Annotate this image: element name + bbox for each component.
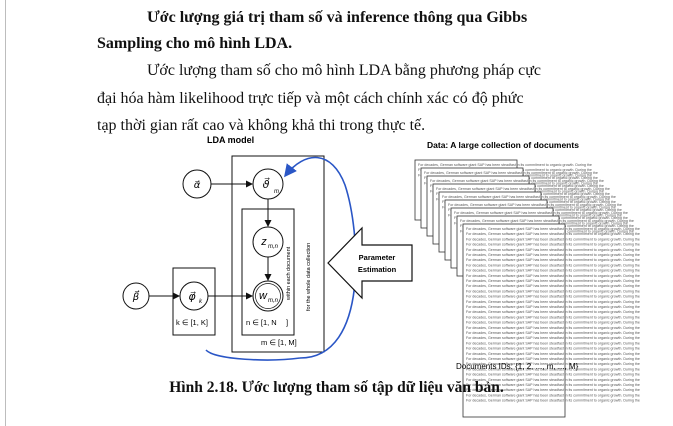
- document-text-line: For decades, German software giant SAP h…: [430, 179, 604, 183]
- phi-symbol: φ⃗: [188, 291, 196, 303]
- document-text-line: For decades, German software giant SAP h…: [466, 300, 640, 304]
- document-text-line: For decades, German software giant SAP h…: [466, 388, 640, 392]
- param-label-2: Estimation: [358, 265, 397, 274]
- document-text-line: For decades, German software giant SAP h…: [466, 269, 640, 273]
- phi-sub: k: [199, 299, 203, 305]
- w-node-inner: [255, 283, 281, 309]
- document-text-line: For decades, German software giant SAP h…: [466, 326, 640, 330]
- plate-m: [231, 155, 325, 353]
- document-text-line: For decades, German software giant SAP h…: [466, 399, 640, 403]
- document-text-line: For decades, German software giant SAP h…: [466, 352, 640, 356]
- document-text-line: For decades, German software giant SAP h…: [466, 274, 640, 278]
- paragraph-line-2: đại hóa hàm likelihood trực tiếp và một …: [97, 89, 524, 107]
- heading-line-1: Ước lượng giá trị tham số và inference t…: [147, 9, 528, 26]
- n-range-label: n ∈ [1, N: [246, 318, 277, 327]
- document-text-line: For decades, German software giant SAP h…: [466, 331, 640, 335]
- theta-sub: m: [274, 189, 279, 195]
- paragraph-line-1: Ước lượng tham số cho mô hình LDA bằng p…: [147, 62, 541, 79]
- document-text-line: For decades, German software giant SAP h…: [466, 253, 640, 257]
- w-sub: m,n: [268, 298, 279, 304]
- param-label-1: Parameter: [359, 253, 396, 262]
- document-text-line: For decades, German software giant SAP h…: [466, 289, 640, 293]
- section-heading: Ước lượng giá trị tham số và inference t…: [97, 5, 617, 57]
- m-range-label: m ∈ [1, M]: [261, 338, 297, 347]
- document-text-line: For decades, German software giant SAP h…: [466, 258, 640, 262]
- within-document-label: within each document: [286, 246, 292, 301]
- document-text-line: For decades, German software giant SAP h…: [466, 243, 640, 247]
- theta-symbol: ϑ⃗: [263, 177, 270, 191]
- document-text-line: For decades, German software giant SAP h…: [466, 336, 640, 340]
- document-text-line: For decades, German software giant SAP h…: [466, 279, 640, 283]
- w-symbol: w: [259, 290, 268, 302]
- document-stack: For decades, German software giant SAP h…: [414, 159, 640, 418]
- document-text-line: For decades, German software giant SAP h…: [466, 263, 640, 267]
- document-text-line: For decades, German software giant SAP h…: [466, 362, 640, 366]
- document-text-line: For decades, German software giant SAP h…: [466, 367, 640, 371]
- heading-line-2: Sampling cho mô hình LDA.: [97, 35, 293, 52]
- documents-title: Data: A large collection of documents: [427, 140, 579, 150]
- beta-symbol: β⃗: [132, 290, 140, 303]
- lda-model-title: LDA model: [207, 135, 254, 145]
- document-text-line: For decades, German software giant SAP h…: [460, 219, 634, 223]
- document-text-line: For decades, German software giant SAP h…: [466, 305, 640, 309]
- document-text-line: For decades, German software giant SAP h…: [466, 393, 640, 397]
- document-text-line: For decades, German software giant SAP h…: [466, 341, 640, 345]
- document-text-line: For decades, German software giant SAP h…: [436, 187, 610, 191]
- w-node: [252, 280, 284, 312]
- document-text-line: For decades, German software giant SAP h…: [466, 321, 640, 325]
- alpha-symbol: α⃗: [194, 180, 201, 191]
- feedback-arrow-tail: [205, 349, 301, 361]
- whole-collection-label: for the whole data collection: [306, 243, 312, 311]
- n-range-close: ]: [286, 318, 288, 327]
- figure-caption: Hình 2.18. Ước lượng tham số tập dữ liệu…: [169, 379, 504, 396]
- document-text-line: For decades, German software giant SAP h…: [466, 315, 640, 319]
- feedback-arrow: [284, 156, 357, 359]
- document-text-line: For decades, German software giant SAP h…: [466, 347, 640, 351]
- document-text-line: For decades, German software giant SAP h…: [424, 171, 598, 175]
- document-ids-label: Documents IDs: {1, 2, ..., m, ..., M}: [456, 362, 579, 371]
- document-text-line: For decades, German software giant SAP h…: [454, 211, 628, 215]
- document-page: [462, 223, 566, 418]
- document-text-line: For decades, German software giant SAP h…: [466, 373, 640, 377]
- k-range-label: k ∈ [1, K]: [176, 318, 208, 327]
- document-text-line: For decades, German software giant SAP h…: [442, 195, 616, 199]
- document-text-line: For decades, German software giant SAP h…: [466, 284, 640, 288]
- document-text-line: For decades, German software giant SAP h…: [466, 310, 640, 314]
- document-text-line: For decades, German software giant SAP h…: [466, 295, 640, 299]
- document-text-line: For decades, German software giant SAP h…: [466, 227, 640, 231]
- parameter-estimation-arrow: [327, 226, 413, 300]
- paragraph-line-3: tạp thời gian rất cao và không khả thi t…: [97, 117, 426, 134]
- page-margin-line: [5, 0, 6, 426]
- document-text-line: For decades, German software giant SAP h…: [418, 163, 592, 167]
- body-paragraph: Ước lượng tham số cho mô hình LDA bằng p…: [97, 57, 617, 140]
- document-text-line: For decades, German software giant SAP h…: [466, 248, 640, 252]
- document-text-line: For decades, German software giant SAP h…: [466, 232, 640, 236]
- z-sub: m,n: [268, 244, 279, 250]
- document-text-line: For decades, German software giant SAP h…: [466, 237, 640, 241]
- plate-k: [172, 267, 216, 336]
- z-symbol: z: [260, 236, 267, 248]
- document-text-line: For decades, German software giant SAP h…: [466, 383, 640, 387]
- document-text-line: For decades, German software giant SAP h…: [466, 378, 640, 382]
- document-text-line: For decades, German software giant SAP h…: [448, 203, 622, 207]
- z-node: [252, 226, 284, 258]
- document-text-line: For decades, German software giant SAP h…: [466, 357, 640, 361]
